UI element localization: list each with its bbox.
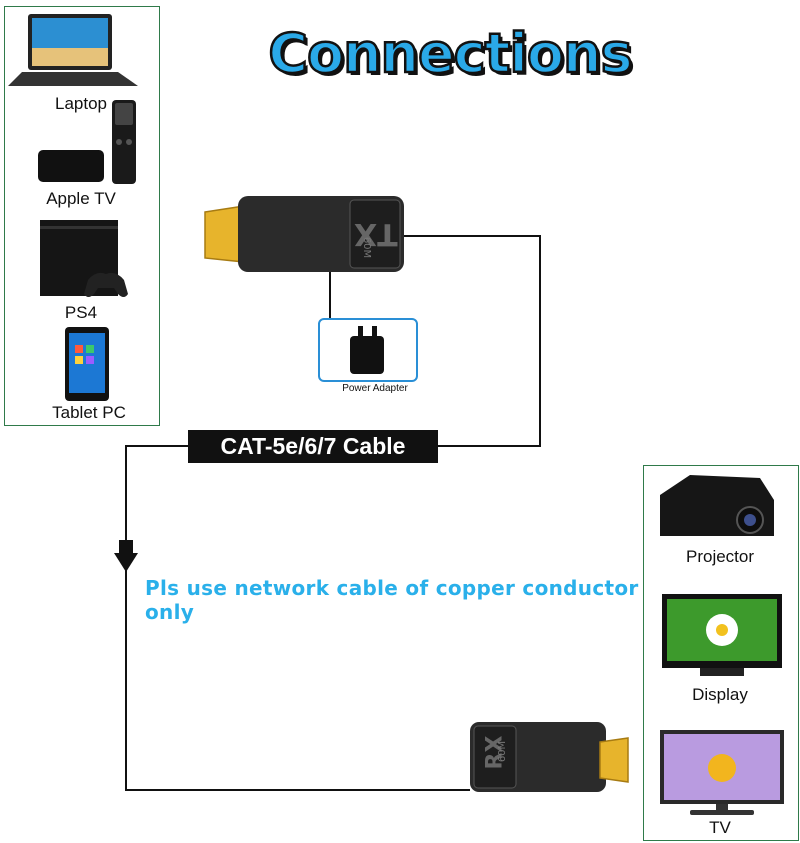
source-label-laptop: Laptop xyxy=(55,94,107,113)
tv-icon xyxy=(660,730,784,815)
monitor-icon xyxy=(662,594,782,676)
display-label-tv: TV xyxy=(709,818,731,837)
tx-range-label: 60M xyxy=(361,236,373,259)
cable-line xyxy=(125,235,541,791)
display-label-monitor: Display xyxy=(692,685,748,704)
apple-tv-icon xyxy=(38,100,136,184)
ps4-icon xyxy=(40,220,128,297)
rx-range-label: 60M xyxy=(497,740,509,763)
arrow-down-icon xyxy=(114,553,138,572)
tablet-icon xyxy=(65,327,109,401)
source-label-ps4: PS4 xyxy=(64,303,98,322)
source-label-apple-tv: Apple TV xyxy=(46,189,116,208)
power-plug-icon xyxy=(350,326,384,374)
display-label-projector: Projector xyxy=(685,547,755,566)
copper-cable-note: Pls use network cable of copper conducto… xyxy=(145,576,639,624)
tx-transmitter-icon xyxy=(204,196,404,272)
power-adapter-label: Power Adapter xyxy=(342,383,408,394)
diagram-title: Connections xyxy=(267,21,634,87)
arrow-stem xyxy=(119,540,133,554)
laptop-icon xyxy=(8,14,138,86)
cable-type-label: CAT-5e/6/7 Cable xyxy=(188,430,438,463)
projector-icon xyxy=(660,475,774,536)
power-adapter-box xyxy=(318,318,418,382)
rx-receiver-icon xyxy=(470,722,629,792)
source-label-tablet: Tablet PC xyxy=(52,403,126,422)
